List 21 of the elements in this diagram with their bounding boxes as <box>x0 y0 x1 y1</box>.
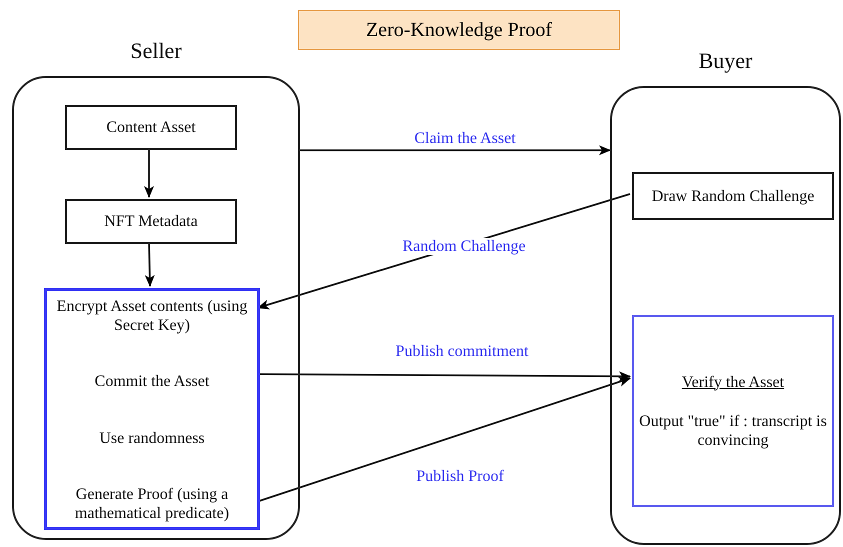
arrow <box>144 242 155 287</box>
step-text: Generate Proof (using a mathematical predicate) <box>74 484 230 523</box>
box-label: NFT Metadata <box>103 212 199 231</box>
box-label: Draw Random Challenge <box>650 186 816 206</box>
box-label: Content Asset <box>105 118 197 137</box>
title-banner: Zero-Knowledge Proof <box>298 10 620 50</box>
party-heading: Buyer <box>698 48 754 75</box>
process-box <box>65 105 237 150</box>
step-text: Encrypt Asset contents (using Secret Key) <box>56 297 248 335</box>
verification-panel <box>632 315 834 507</box>
verify-text: Output "true" if : transcript is convincing <box>638 412 828 450</box>
verify-heading: Verify the Asset <box>680 372 786 392</box>
step-text: Use randomness <box>98 428 206 448</box>
party-heading: Seller <box>129 38 183 65</box>
process-box <box>632 172 834 220</box>
step-text: Commit the Asset <box>94 372 210 392</box>
arrow <box>144 148 154 198</box>
process-panel <box>44 288 260 530</box>
arrow <box>258 371 631 382</box>
arrow <box>300 145 611 156</box>
process-box <box>65 199 237 244</box>
